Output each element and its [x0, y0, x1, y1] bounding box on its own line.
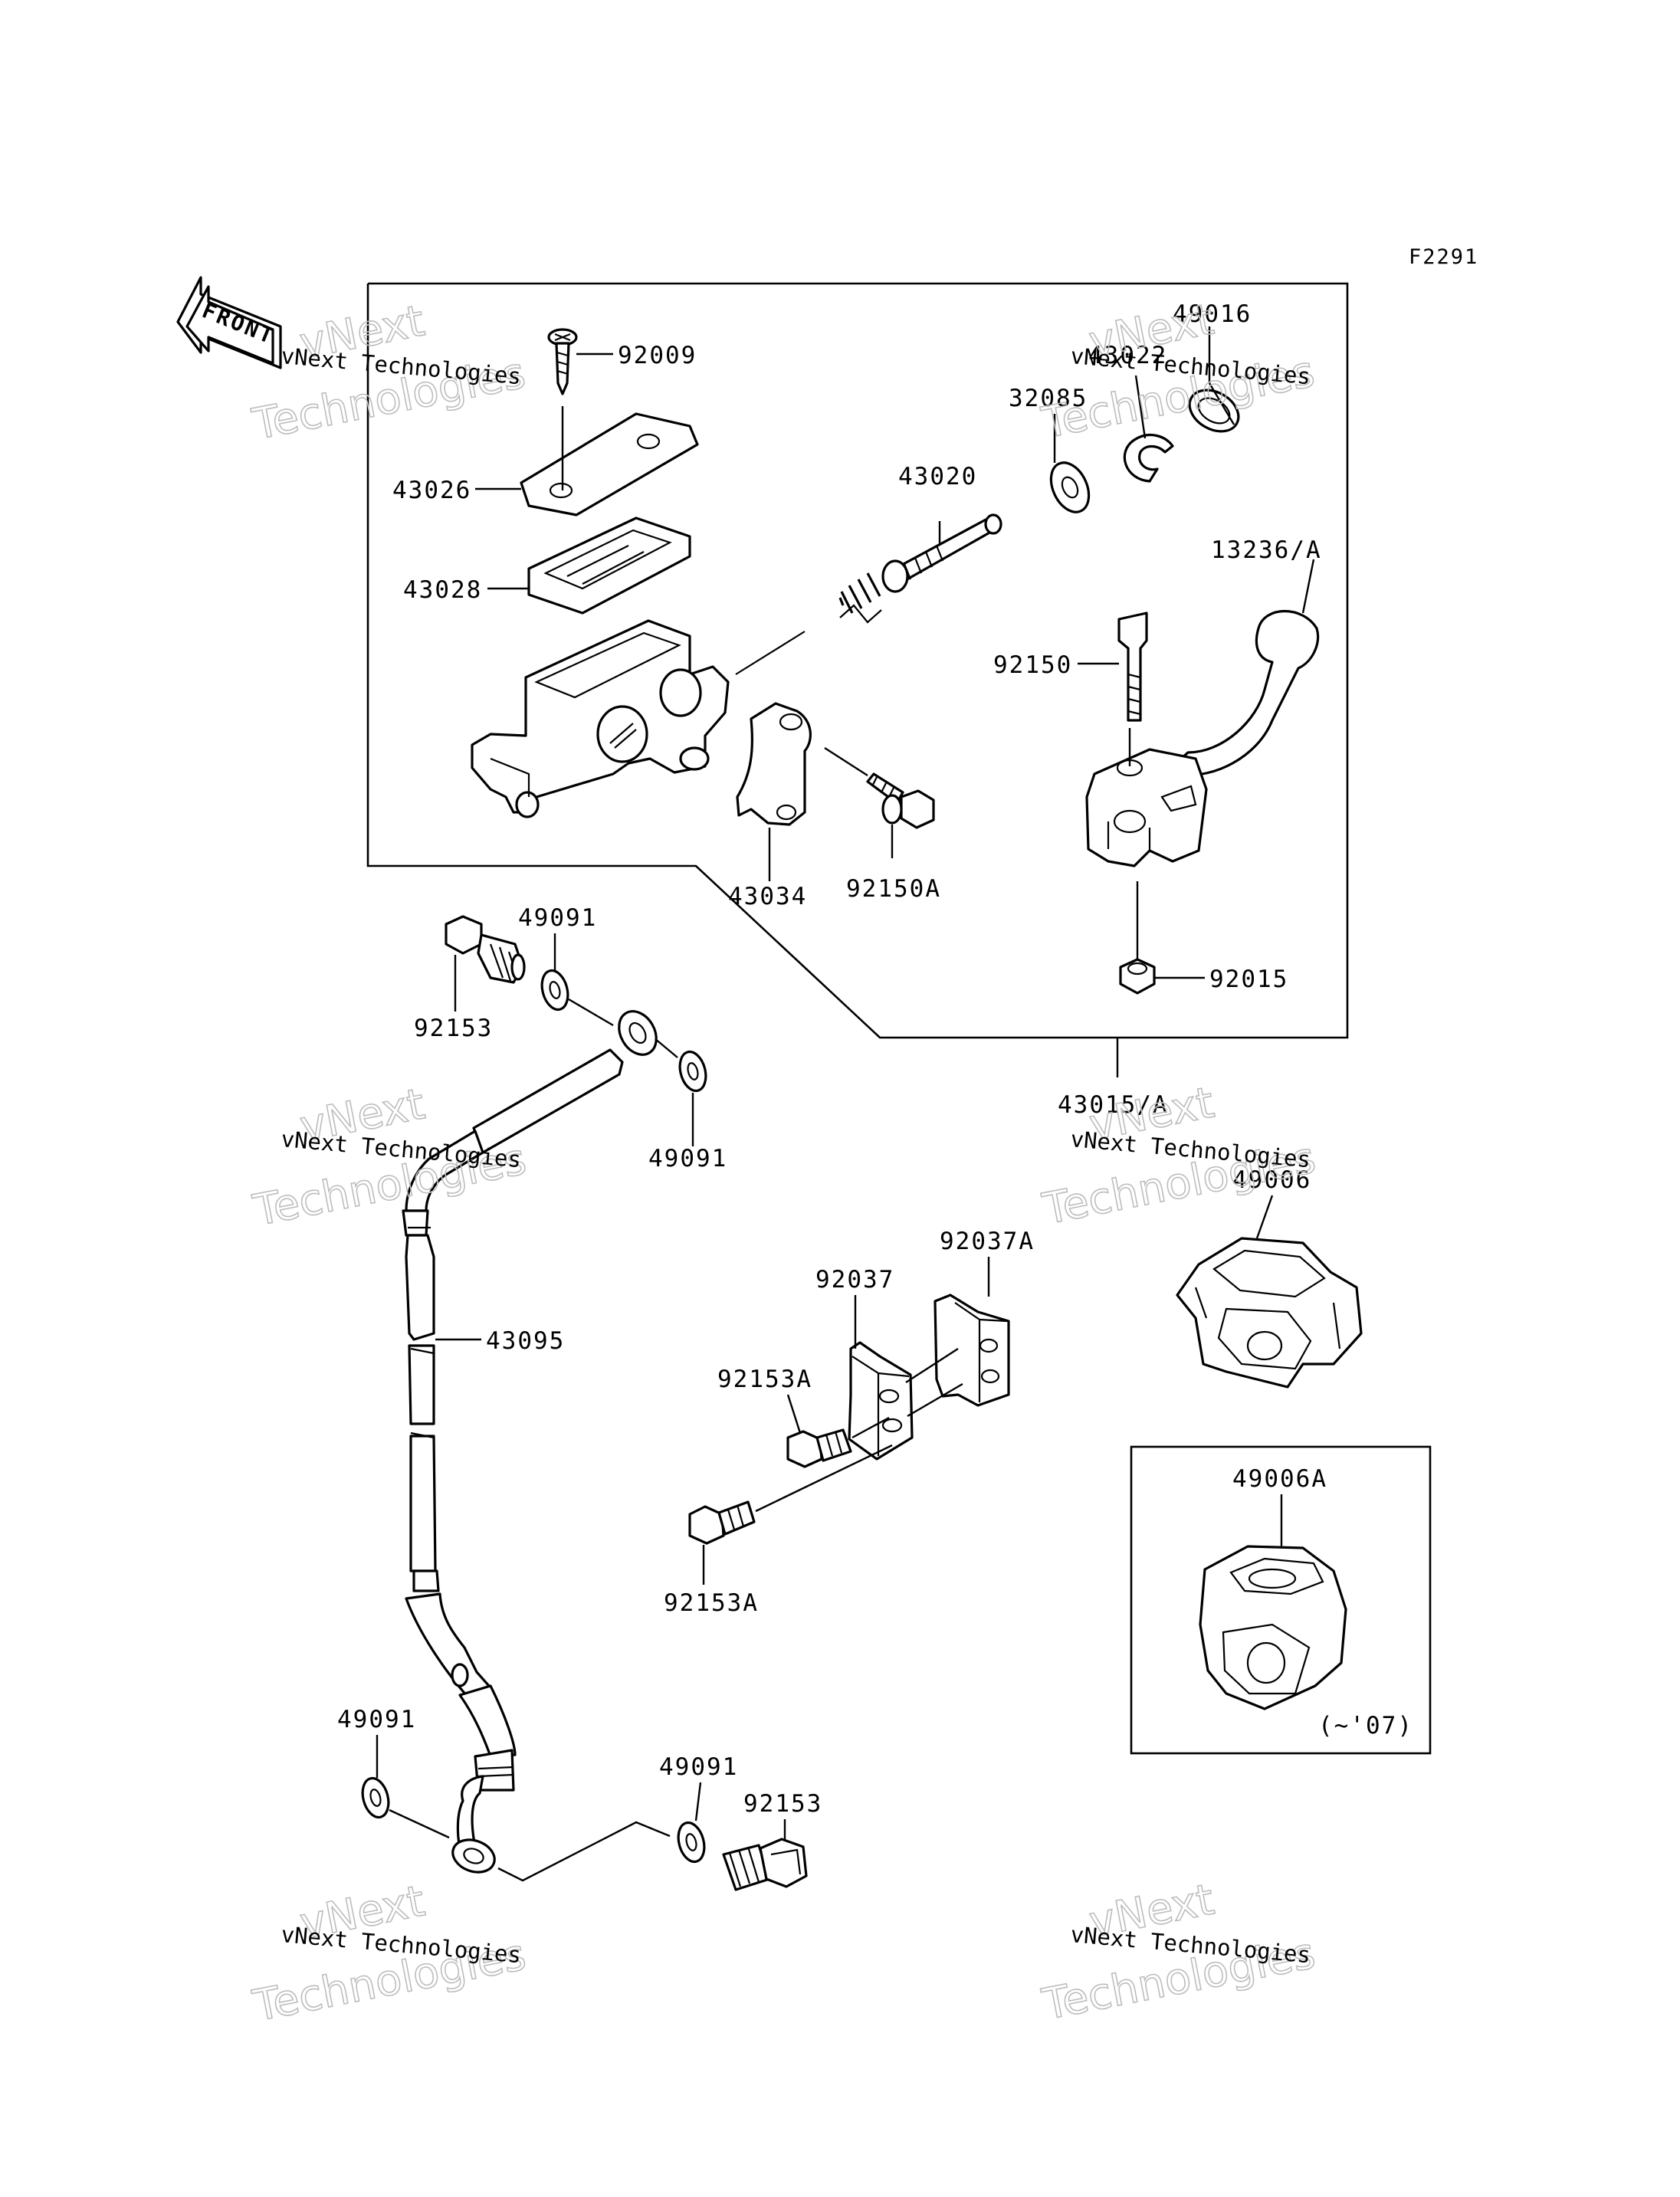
nut-92015-icon: [1119, 958, 1156, 995]
clamp-43034-icon: [736, 702, 812, 826]
leader-lines: [376, 326, 1315, 1839]
bolt-92150-icon: [1117, 612, 1148, 722]
front-arrow-icon: FRONT: [176, 276, 282, 369]
label-92153A-lower: 92153A: [664, 1589, 759, 1617]
washer-32085-icon: [1049, 461, 1091, 513]
bolt-92153A-lower-icon: [688, 1444, 893, 1545]
brake-lever-13236A-icon: [1085, 610, 1320, 867]
switch-housing-49006A-icon: [1199, 1545, 1347, 1710]
boot-49016-icon: [1188, 389, 1240, 433]
master-cylinder-body-icon: [471, 619, 730, 818]
label-92150: 92150: [993, 651, 1072, 679]
bolt-92150A-icon: [824, 746, 935, 829]
bracket-92037-icon: [848, 1341, 914, 1461]
label-49091-lower-right: 49091: [659, 1753, 738, 1781]
label-49091-top: 49091: [518, 904, 597, 932]
label-49091-lower-left: 49091: [337, 1706, 416, 1733]
inset-note: (~'07): [1318, 1712, 1413, 1740]
label-32085: 32085: [1009, 385, 1088, 412]
label-13236A: 13236/A: [1211, 536, 1322, 564]
bracket-92037A-icon: [905, 1294, 1010, 1418]
label-92153-bottom: 92153: [743, 1790, 822, 1818]
master-cylinder-group-outline: [366, 282, 1349, 1039]
label-43026: 43026: [392, 477, 471, 504]
washer-49091-lower-left-icon: [361, 1776, 450, 1839]
washer-49091-mid-icon: [678, 1050, 707, 1093]
label-49006A: 49006A: [1232, 1465, 1327, 1493]
diagram-code: F2291: [1409, 245, 1478, 269]
switch-housing-49006-icon: [1176, 1237, 1363, 1389]
label-92150A: 92150A: [846, 875, 941, 903]
brake-hose-43095-icon: [402, 998, 678, 1874]
label-43015A: 43015/A: [1058, 1091, 1169, 1119]
label-49006: 49006: [1232, 1166, 1311, 1194]
banjo-bolt-92153-top-icon: [445, 915, 526, 984]
reservoir-cap-43026-icon: [520, 412, 699, 516]
label-92153A-upper: 92153A: [717, 1366, 812, 1393]
label-43020: 43020: [898, 463, 977, 490]
label-43034: 43034: [728, 883, 807, 910]
diaphragm-43028-icon: [527, 516, 691, 615]
screw-92009-icon: [547, 328, 578, 395]
label-92153-top: 92153: [414, 1015, 493, 1042]
bolt-92153A-upper-icon: [786, 1416, 890, 1468]
piston-43020-icon: [735, 513, 1002, 675]
part-labels: 92009 43026 43028 43020 32085 43022 4901…: [337, 300, 1413, 1818]
label-49091-mid: 49091: [648, 1145, 727, 1172]
label-49016: 49016: [1173, 300, 1252, 328]
label-92037: 92037: [815, 1266, 894, 1294]
banjo-bolt-92153-bottom-icon: [722, 1838, 808, 1891]
inset-box: [1130, 1445, 1432, 1755]
label-43022: 43022: [1088, 342, 1167, 369]
washer-49091-top-icon: [540, 969, 569, 1012]
label-43028: 43028: [403, 576, 482, 604]
label-92015: 92015: [1209, 966, 1288, 993]
label-43095: 43095: [486, 1327, 565, 1355]
circlip-43022-icon: [1123, 433, 1174, 483]
label-92037A: 92037A: [940, 1228, 1035, 1255]
washer-49091-lower-right-icon: [497, 1821, 706, 1882]
label-92009: 92009: [618, 342, 697, 369]
